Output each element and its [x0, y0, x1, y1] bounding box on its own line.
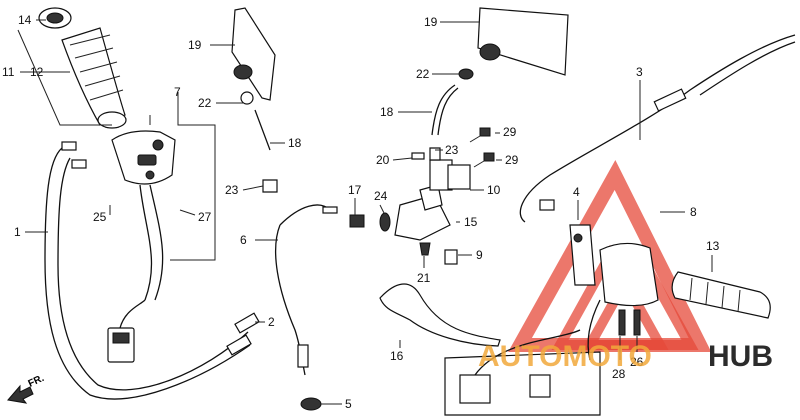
left-mirror: [231, 7, 278, 193]
callout-16: 16: [390, 349, 404, 363]
callout-1: 1: [14, 225, 21, 239]
callout-4: 4: [573, 185, 580, 199]
watermark-text: AUTOMOTO HUB: [478, 340, 773, 373]
front-direction-label: FR.: [27, 373, 46, 390]
left-switch-housing: [111, 130, 176, 301]
callout-6: 6: [240, 233, 247, 247]
callout-19-right: 19: [424, 15, 438, 29]
callout-3: 3: [636, 65, 643, 79]
callout-14: 14: [18, 13, 32, 27]
front-arrow-icon: [7, 384, 34, 404]
callout-23-right: 23: [445, 143, 459, 157]
callout-27: 27: [198, 210, 212, 224]
callout-22-right: 22: [416, 67, 430, 81]
callout-10: 10: [487, 183, 501, 197]
callout-18-left: 18: [288, 136, 302, 150]
left-connector: [107, 299, 146, 363]
center-mirror-stem: [431, 84, 459, 136]
callout-11: 11: [2, 65, 15, 79]
callout-7: 7: [174, 85, 181, 99]
callout-8: 8: [690, 205, 697, 219]
choke-cable: [519, 34, 796, 223]
callout-25: 25: [93, 210, 107, 224]
callout-19-left: 19: [188, 38, 202, 52]
right-grip: [671, 271, 771, 319]
callout-2: 2: [268, 315, 275, 329]
bolts-29: [469, 127, 495, 168]
callout-22-left: 22: [198, 96, 212, 110]
callout-15: 15: [464, 215, 478, 229]
clutch-bracket: [349, 147, 471, 265]
callout-18-right: 18: [380, 105, 394, 119]
right-connector: [444, 329, 601, 416]
leader-lines: [17, 19, 713, 405]
callout-12: 12: [30, 65, 44, 79]
callout-5: 5: [345, 397, 352, 411]
callout-9: 9: [476, 248, 483, 262]
callout-20: 20: [376, 153, 390, 167]
right-switch-housing: [569, 224, 659, 361]
right-mirror: [458, 7, 569, 80]
callout-21: 21: [417, 271, 431, 285]
callout-13: 13: [706, 239, 720, 253]
callout-28: 28: [612, 367, 626, 381]
callout-26: 26: [630, 355, 644, 369]
callout-29-upper: 29: [503, 125, 517, 139]
callout-17: 17: [348, 183, 362, 197]
bolts-26-28: [618, 309, 641, 336]
callout-23-left: 23: [225, 183, 239, 197]
front-direction-indicator: FR.: [7, 373, 46, 404]
clutch-cable: [275, 204, 338, 411]
left-grip-assembly: [38, 7, 127, 129]
callout-24: 24: [374, 189, 388, 203]
callout-numbers: 14 11 12 7 1 25 27 19 22 18 23 6 2 5 19 …: [2, 13, 720, 411]
clutch-lever: [379, 283, 501, 347]
watermark-text-part2: HUB: [708, 340, 773, 373]
throttle-cables: [44, 141, 260, 400]
callout-29-lower: 29: [505, 153, 519, 167]
watermark-text-part1: AUTOMOTO: [478, 340, 652, 373]
